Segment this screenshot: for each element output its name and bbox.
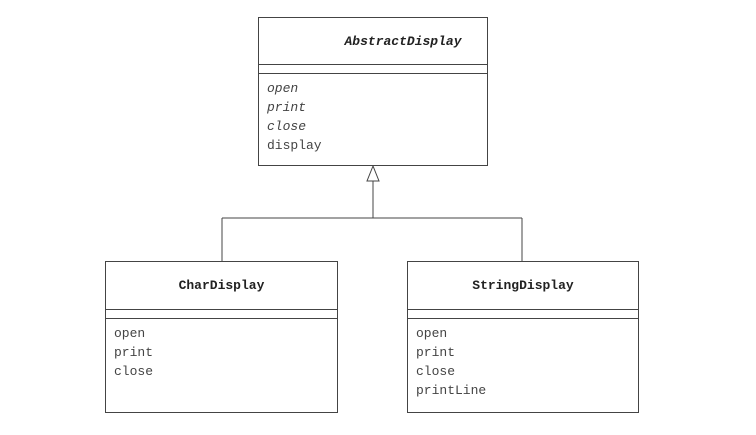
operation-print: print: [267, 100, 307, 115]
operation-close: close: [114, 364, 154, 379]
attributes-compartment: [408, 310, 638, 319]
operation-close: close: [416, 364, 456, 379]
operation-display: display: [267, 138, 322, 153]
class-string-display: StringDisplay open print close printLine: [407, 261, 639, 413]
operation-print: print: [114, 345, 154, 360]
operation-open: open: [416, 326, 448, 341]
class-abstract-display: AbstractDisplay open print close display: [258, 17, 488, 166]
class-name: StringDisplay: [408, 262, 638, 310]
operation-open: open: [114, 326, 146, 341]
operations-compartment: open print close printLine: [408, 319, 638, 400]
generalization-arrowhead: [366, 164, 380, 182]
operations-compartment: open print close: [106, 319, 337, 381]
attributes-compartment: [106, 310, 337, 319]
operation-close: close: [267, 119, 307, 134]
attributes-compartment: [259, 65, 487, 74]
operation-print: print: [416, 345, 456, 360]
operations-compartment: open print close display: [259, 74, 487, 155]
class-name: CharDisplay: [106, 262, 337, 310]
operation-open: open: [267, 81, 299, 96]
class-name: AbstractDisplay: [259, 18, 487, 65]
operation-print-line: printLine: [416, 383, 487, 398]
class-char-display: CharDisplay open print close: [105, 261, 338, 413]
